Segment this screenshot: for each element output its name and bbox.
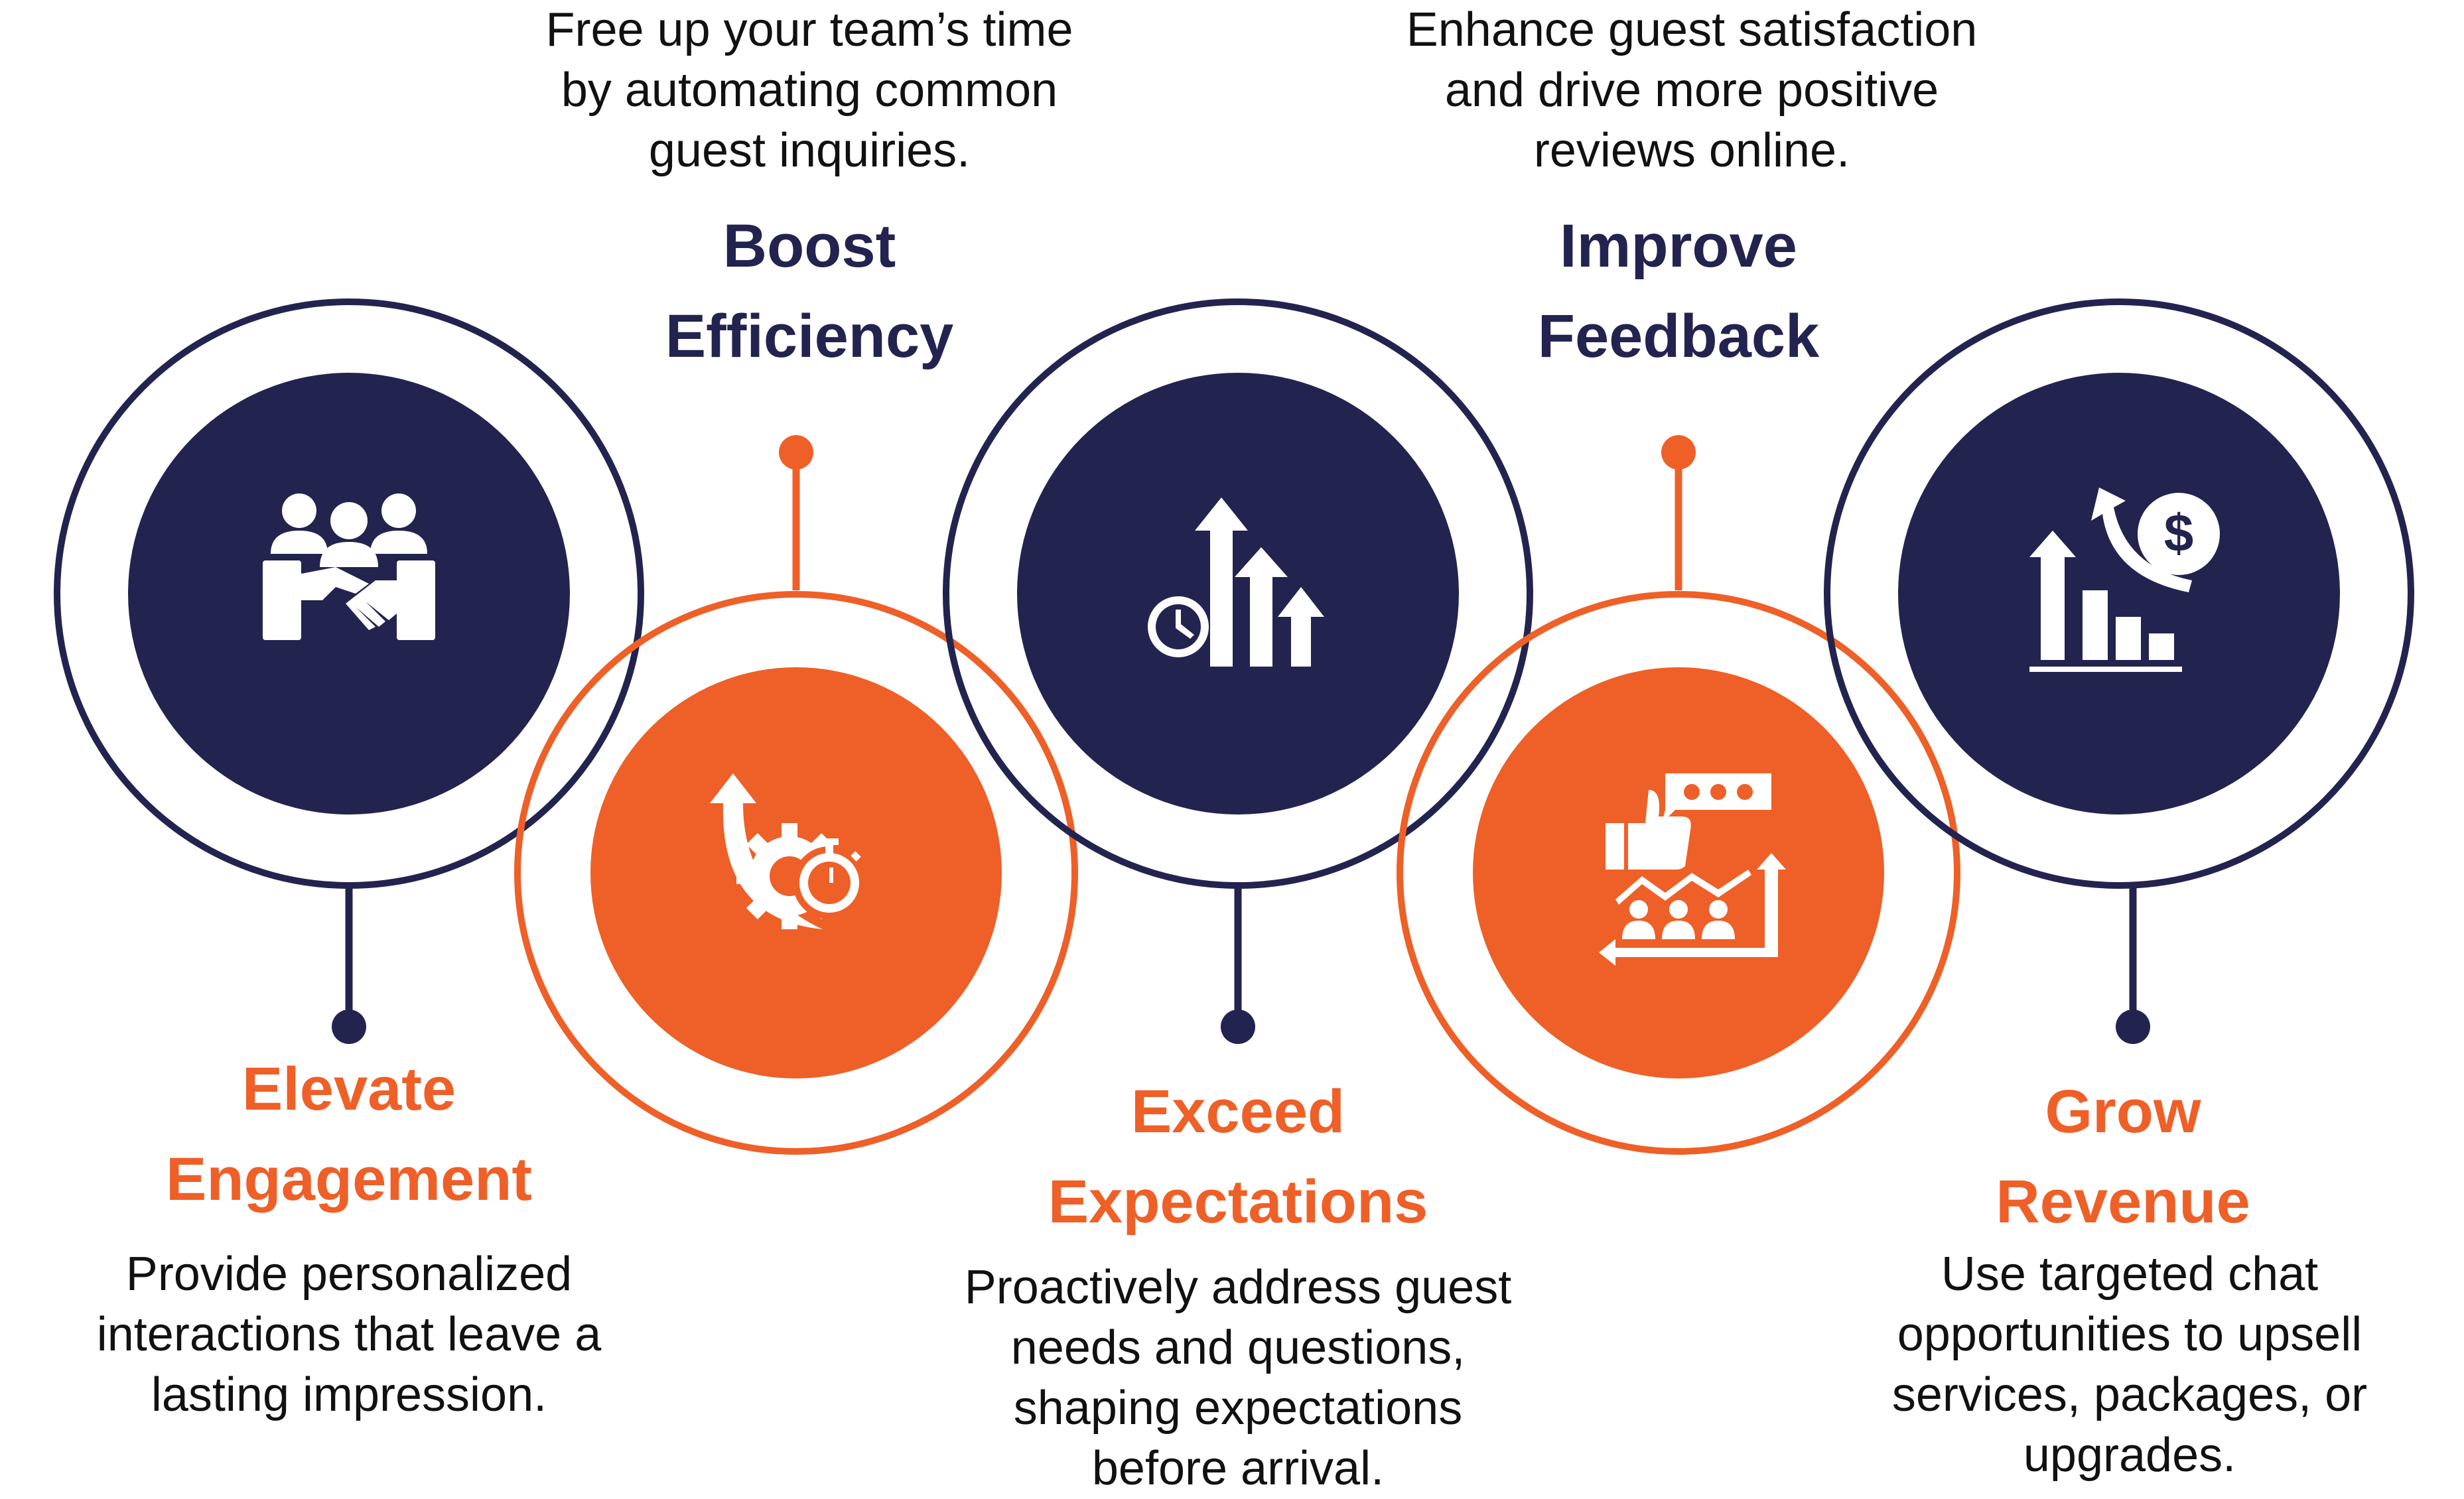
step-1-description-line: interactions that leave a <box>96 1308 602 1361</box>
step-5-title: Grow Revenue <box>1924 1067 2322 1247</box>
step-5-description-line: Use targeted chat <box>1941 1248 2319 1301</box>
step-4-description-line: Enhance guest satisfaction <box>1406 3 1978 56</box>
step-1-description-line: Provide personalized <box>125 1248 573 1301</box>
disc-step-3 <box>1017 373 1459 815</box>
step-3-title-line-1: Exceed <box>1130 1078 1345 1145</box>
step-5-title-line-1: Grow <box>2045 1078 2201 1145</box>
outer-rings <box>54 298 2414 1155</box>
step-4-description-line: and drive more positive <box>1444 64 1939 117</box>
step-2-description-line: Free up your team’s time <box>545 3 1073 56</box>
inner-discs <box>128 373 2340 1078</box>
step-2-title-line-1: Boost <box>722 212 896 280</box>
step-1-title: Elevate Engagement <box>150 1044 548 1224</box>
disc-step-4 <box>1473 667 1884 1078</box>
step-2-description: Free up your team’s time by automating c… <box>491 0 1128 181</box>
step-2-title: Boost Efficiency <box>610 201 1008 381</box>
step-1-title-line-1: Elevate <box>241 1055 456 1123</box>
step-3-description-line: before arrival. <box>1091 1442 1385 1495</box>
ring-step-5 <box>1824 298 2414 889</box>
step-1-title-line-2: Engagement <box>165 1145 533 1213</box>
connector-dot-step-5 <box>2116 1010 2150 1044</box>
connector-dot-step-1 <box>332 1010 366 1044</box>
disc-step-5 <box>1898 373 2340 815</box>
step-3-description-line: shaping expectations <box>1013 1382 1463 1435</box>
connector-dot-step-2 <box>779 435 813 470</box>
disc-step-1 <box>128 373 570 815</box>
step-5-title-line-2: Revenue <box>1996 1168 2250 1236</box>
gear-stopwatch-arrow-icon <box>710 773 866 929</box>
step-1-description-line: lasting impression. <box>151 1368 547 1421</box>
growth-arrows-clock-icon <box>1148 497 1324 667</box>
step-4-title: Improve Feedback <box>1479 201 1878 381</box>
step-3-description-line: needs and questions, <box>1010 1321 1466 1374</box>
step-4-description-line: reviews online. <box>1533 124 1850 177</box>
step-3-description-line: Proactively address guest <box>964 1261 1512 1314</box>
connector-dot-step-3 <box>1221 1010 1255 1044</box>
thumbs-up-rating-icon <box>1599 773 1786 966</box>
connectors <box>332 435 2150 1044</box>
step-5-description-line: services, packages, or <box>1891 1368 2368 1421</box>
ring-step-3 <box>943 298 1533 889</box>
ring-step-4 <box>1397 591 1960 1155</box>
step-5-description-line: opportunities to upsell <box>1897 1308 2362 1361</box>
step-4-title-line-1: Improve <box>1560 212 1797 280</box>
handshake-team-icon <box>263 493 435 640</box>
step-2-title-line-2: Efficiency <box>665 302 954 370</box>
ring-step-2 <box>514 591 1078 1155</box>
connector-dot-step-4 <box>1661 435 1696 470</box>
step-5-description-line: upgrades. <box>2023 1429 2236 1482</box>
step-3-title: Exceed Expectations <box>1006 1067 1470 1247</box>
step-4-title-line-2: Feedback <box>1537 302 1820 370</box>
step-3-title-line-2: Expectations <box>1048 1168 1428 1236</box>
step-5-description: Use targeted chat opportunities to upsel… <box>1831 1244 2428 1486</box>
step-3-description: Proactively address guest needs and ques… <box>920 1258 1556 1499</box>
ring-step-1 <box>54 298 644 889</box>
step-2-description-line: guest inquiries. <box>648 124 971 177</box>
svg-text:$: $ <box>2164 503 2194 562</box>
revenue-growth-chart-icon: $ <box>2029 488 2220 672</box>
step-2-description-line: by automating common <box>561 64 1058 117</box>
step-4-description: Enhance guest satisfaction and drive mor… <box>1360 0 2023 181</box>
step-1-description: Provide personalized interactions that l… <box>50 1244 648 1425</box>
